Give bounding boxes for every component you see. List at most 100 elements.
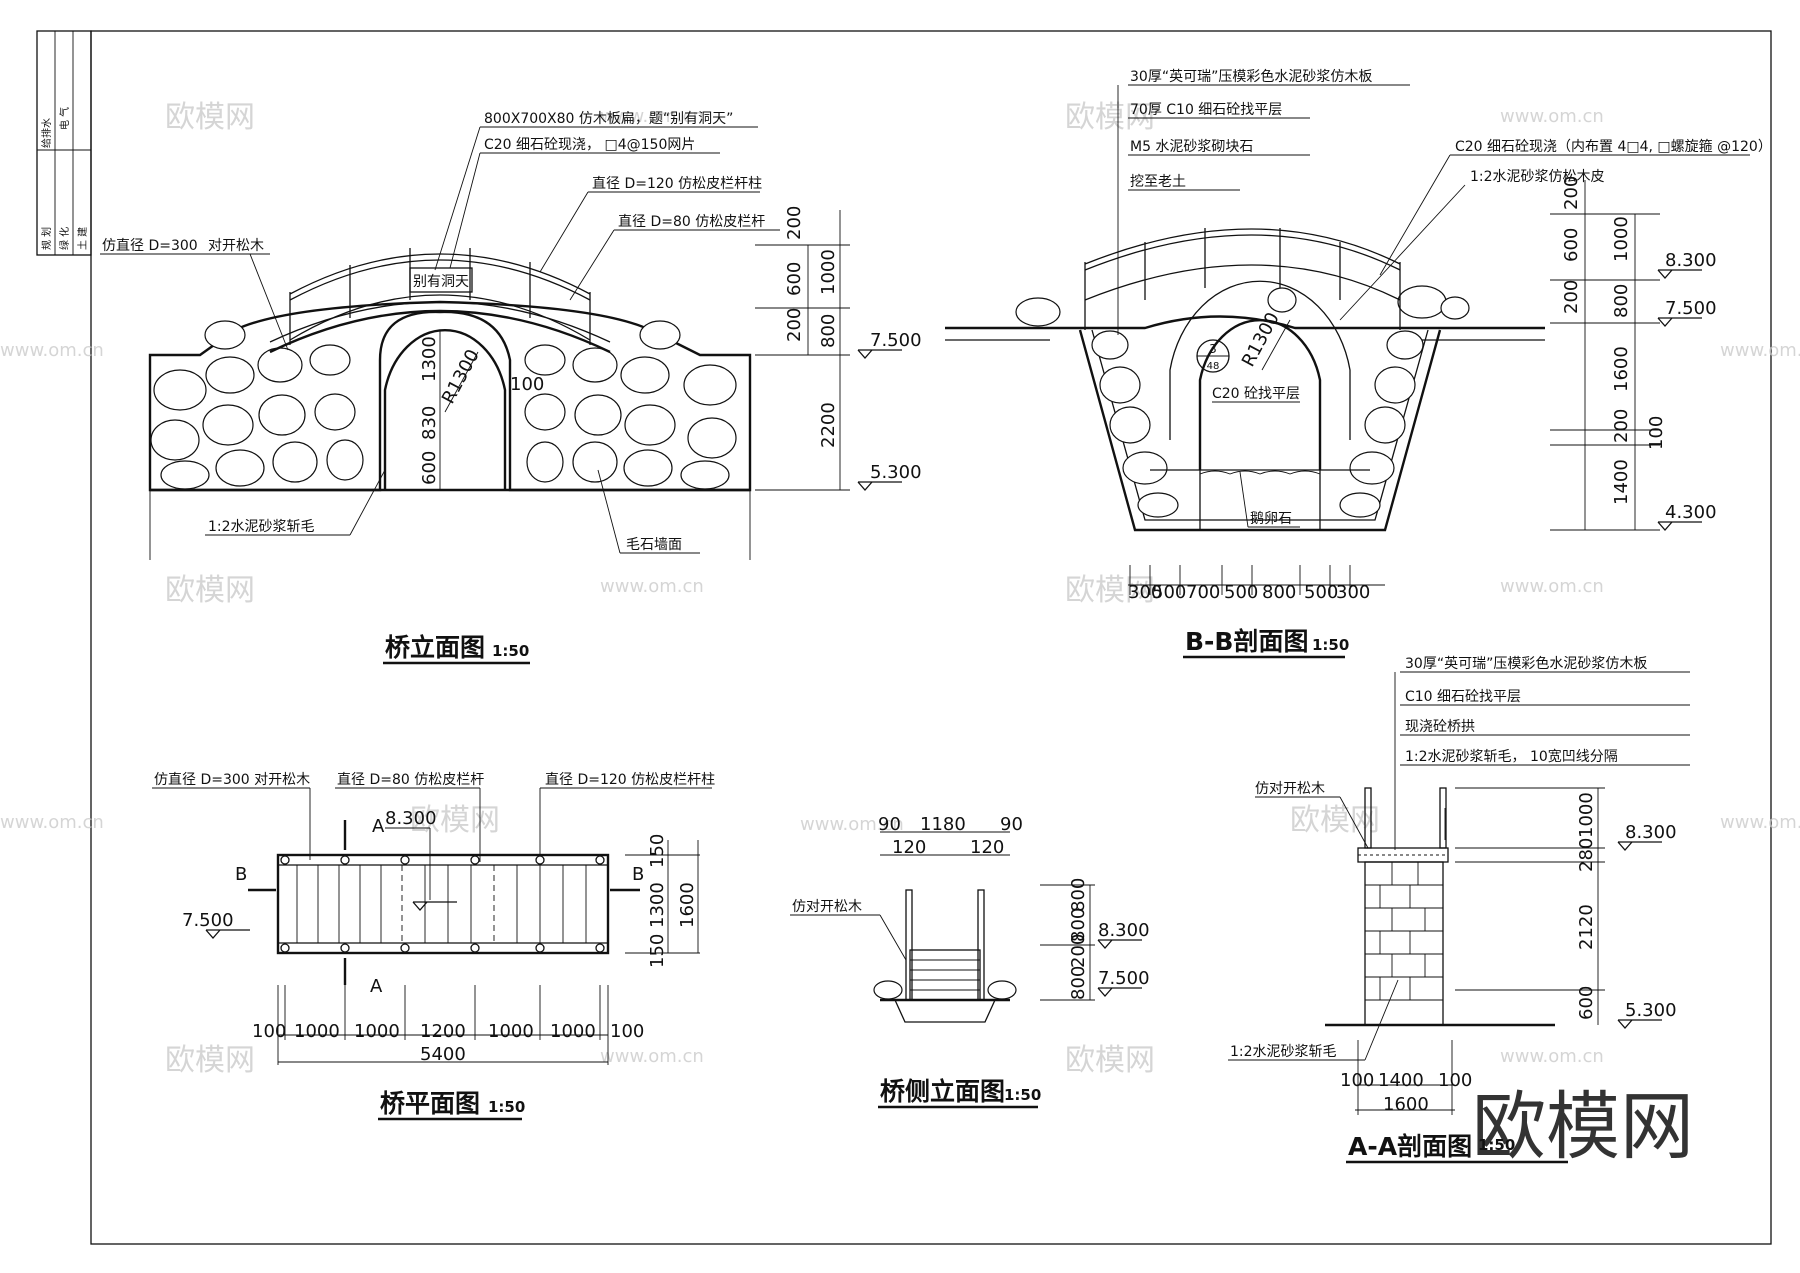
side-title: 桥侧立面图 (880, 1077, 1005, 1106)
plan-bot-1200: 1200 (420, 1021, 466, 1042)
watermark-url: www.om.cn (600, 1046, 704, 1067)
side-elevation-view: 仿对开松木 90 1180 90 120 120 800 800 200 800… (790, 814, 1150, 1109)
bb-dim-1000: 1000 (1611, 216, 1632, 262)
plan-posts (280, 855, 605, 953)
bb-bot-700: 700 (1186, 582, 1220, 603)
bb-bot-500c: 500 (1304, 582, 1338, 603)
title-block-cell-5: 土 建 (76, 227, 89, 250)
aa-bot-100a: 100 (1340, 1070, 1374, 1091)
side-dim-120a: 120 (892, 837, 926, 858)
watermark-logo: 欧模网 (1065, 100, 1155, 135)
plan-bot-1000a: 1000 (294, 1021, 340, 1042)
elev-dim-r1000: 1000 (818, 249, 839, 295)
watermark-url: www.om.cn (600, 576, 704, 597)
plan-deck-planks (296, 865, 587, 943)
watermark-url: www.om.cn (1500, 576, 1604, 597)
side-note-log: 仿对开松木 (792, 899, 862, 915)
bridge-plan-view: A A B B 8.300 7.500 150 1300 150 1600 (152, 771, 715, 1121)
plan-cut-b-left: B (235, 864, 247, 885)
bb-bot-300b: 300 (1336, 582, 1370, 603)
side-dim-90b: 90 (1000, 814, 1023, 835)
name-plaque (409, 267, 473, 293)
aa-dim-600: 600 (1576, 986, 1597, 1020)
elev-note-plaque: 800X700X80 仿木板扁，题“别有洞天” (484, 111, 733, 127)
bb-dim-600: 600 (1561, 228, 1582, 262)
plaque-text: 别有洞天 (413, 274, 469, 290)
title-block-cell-1: 给排水 (40, 118, 53, 148)
side-dim-90a: 90 (878, 814, 901, 835)
elev-dim-600: 600 (419, 451, 440, 485)
aa-note-deck: 30厚“英可瑞”压模彩色水泥砂浆仿木板 (1405, 655, 1647, 672)
watermark-url: www.om.cn (1720, 340, 1800, 361)
side-dim-800c: 800 (1068, 966, 1089, 1000)
side-dim-200: 200 (1068, 934, 1089, 968)
plan-dim-1300: 1300 (647, 882, 668, 928)
elev-dim-r200b: 200 (784, 308, 805, 342)
side-dim-120b: 120 (970, 837, 1004, 858)
aa-note-plaster-2: 1:2水泥砂浆斩毛 (1230, 1044, 1337, 1060)
bb-note-pebble: 鹅卵石 (1250, 510, 1292, 527)
plan-title: 桥平面图 (380, 1089, 480, 1118)
bb-bottom-dims: 300 500 700 500 800 500 300 (1128, 565, 1370, 603)
elev-note-post: 直径 D=120 仿松皮栏杆柱 (592, 175, 762, 192)
watermark-url: www.om.cn (800, 814, 904, 835)
elev-note-rail: 直径 D=80 仿松皮栏杆 (618, 213, 765, 230)
bb-dim-200c: 200 (1611, 409, 1632, 443)
side-level-7500: 7.500 (1098, 968, 1150, 989)
bb-dim-200: 200 (1561, 176, 1582, 210)
watermark-url: www.om.cn (1500, 1046, 1604, 1067)
bb-note-soil: 挖至老土 (1130, 174, 1186, 190)
arch-gap-dim: 100 (510, 374, 544, 395)
title-block-cell-4: 绿 化 (58, 227, 71, 250)
elevation-scale: 1:50 (492, 642, 529, 660)
side-level-8300: 8.300 (1098, 920, 1150, 941)
arch-radius: R1300 (438, 346, 484, 407)
bb-dim-200b: 200 (1561, 280, 1582, 314)
elev-level-7500: 7.500 (870, 330, 922, 351)
plan-bot-1000b: 1000 (354, 1021, 400, 1042)
plan-cut-b-right: B (632, 864, 644, 885)
watermark-logo: 欧模网 (165, 1043, 255, 1078)
watermark-url: www.om.cn (0, 812, 104, 833)
plan-dim-1600: 1600 (677, 882, 698, 928)
bb-note-c20-layer: C20 砼找平层 (1212, 386, 1300, 402)
title-block-cell-2: 电 气 (58, 107, 71, 130)
elev-note-log: 仿直径 D=300 (102, 237, 198, 254)
elev-dim-r800: 800 (818, 314, 839, 348)
bb-dim-1400: 1400 (1611, 459, 1632, 505)
bb-dim-800: 800 (1611, 284, 1632, 318)
elevation-rubble-stones (150, 320, 737, 490)
plan-level-7500: 7.500 (182, 910, 234, 931)
plan-bot-100a: 100 (252, 1021, 286, 1042)
section-aa-title: A-A剖面图 (1348, 1132, 1472, 1161)
aa-dim-2120: 2120 (1576, 904, 1597, 950)
watermark-logo: 欧模网 (165, 100, 255, 135)
aa-bot-100b: 100 (1438, 1070, 1472, 1091)
aa-note-plaster: 1:2水泥砂浆斩毛， 10宽凹线分隔 (1405, 748, 1618, 765)
aa-dim-280: 280 (1576, 838, 1597, 872)
bb-bot-800: 800 (1262, 582, 1296, 603)
watermark-logo: 欧模网 (410, 803, 500, 838)
bb-dim-100: 100 (1646, 416, 1667, 450)
elev-note-log-2: 对开松木 (208, 238, 264, 254)
elev-dim-r600: 600 (784, 262, 805, 296)
watermark-logo: 欧模网 (165, 573, 255, 608)
bb-dim-1600: 1600 (1611, 346, 1632, 392)
bb-level-7500: 7.500 (1665, 298, 1717, 319)
elev-note-wall: 毛石墙面 (626, 537, 682, 553)
plan-level-8300: 8.300 (385, 808, 437, 829)
watermark-url: www.om.cn (0, 340, 104, 361)
plan-dim-150b: 150 (647, 934, 668, 968)
section-bb-scale: 1:50 (1312, 636, 1349, 654)
aa-level-5300: 5.300 (1625, 1000, 1677, 1021)
bb-note-m5: M5 水泥砂浆砌块石 (1130, 139, 1253, 155)
side-dim-800b: 800 (1068, 908, 1089, 942)
bb-note-deck: 30厚“英可瑞”压模彩色水泥砂浆仿木板 (1130, 68, 1372, 85)
aa-note-arch: 现浇砼桥拱 (1405, 719, 1475, 735)
side-dim-1180: 1180 (920, 814, 966, 835)
watermark-url: www.om.cn (600, 106, 704, 127)
callout-sheet: 48 (1207, 361, 1220, 372)
title-block: 给排水 电 气 规 划 绿 化 土 建 (36, 30, 92, 256)
aa-total-1600: 1600 (1383, 1094, 1429, 1115)
